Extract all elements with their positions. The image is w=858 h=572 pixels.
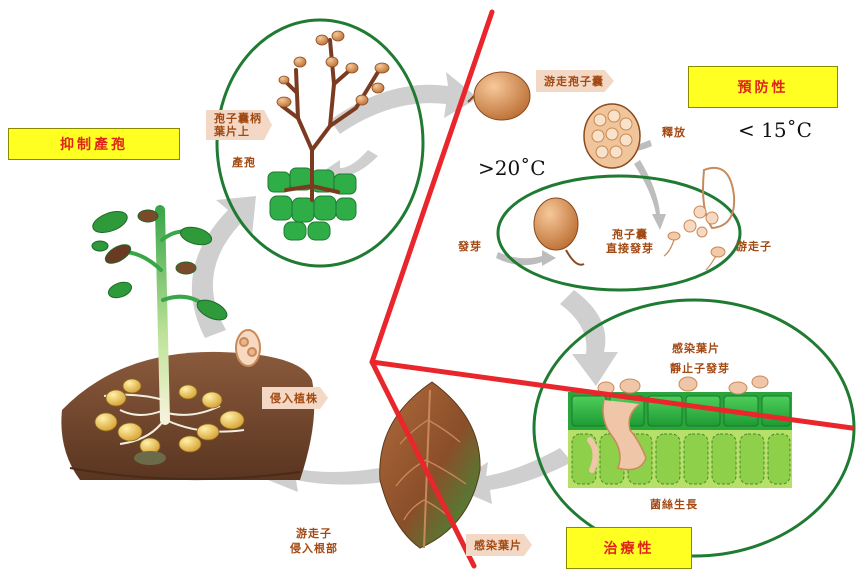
curative-box: 治療性 <box>566 527 692 569</box>
release-label: 釋放 <box>662 124 686 140</box>
direct-germination-line2: 直接發芽 <box>606 242 654 256</box>
sporulation-label: 產孢 <box>232 154 256 170</box>
infected-leaf-bottom-label: 感染葉片 <box>466 534 532 556</box>
preventive-box: 預防性 <box>688 66 838 108</box>
sporangiophore-label-line1: 孢子囊柄 <box>214 112 262 125</box>
cyst-germination-label: 靜止子發芽 <box>670 360 730 376</box>
zoospore-root-line2: 侵入根部 <box>290 541 338 556</box>
suppress-sporulation-box: 抑制產孢 <box>8 128 180 160</box>
sporangiophore-label: 孢子囊柄 葉片上 <box>206 110 272 140</box>
potato-plant-illustration <box>61 207 314 480</box>
swimming-sporangium-label: 游走孢子囊 <box>536 70 614 92</box>
arrow-spores-to-leaf-tissue <box>560 290 618 386</box>
arrow-sporangium-down <box>634 160 666 230</box>
invade-plant-label: 侵入植株 <box>262 387 328 409</box>
red-line-upper <box>372 12 492 362</box>
direct-germination-label: 孢子囊 直接發芽 <box>606 228 654 256</box>
infected-leaf-top-label: 感染葉片 <box>672 340 720 356</box>
direct-germination-line1: 孢子囊 <box>606 228 654 242</box>
germination-label: 發芽 <box>458 238 482 254</box>
sporangiophore-illustration <box>268 31 389 240</box>
low-temperature-label: < 15˚C <box>738 118 812 142</box>
zoospore-label: 游走子 <box>736 238 772 254</box>
zoospore-root-line1: 游走子 <box>290 526 338 541</box>
sporangiophore-label-line2: 葉片上 <box>214 125 262 138</box>
hyphal-growth-label: 菌絲生長 <box>650 496 698 512</box>
high-temperature-label: >20˚C <box>478 156 546 180</box>
zoospore-root-label: 游走子 侵入根部 <box>290 526 338 556</box>
